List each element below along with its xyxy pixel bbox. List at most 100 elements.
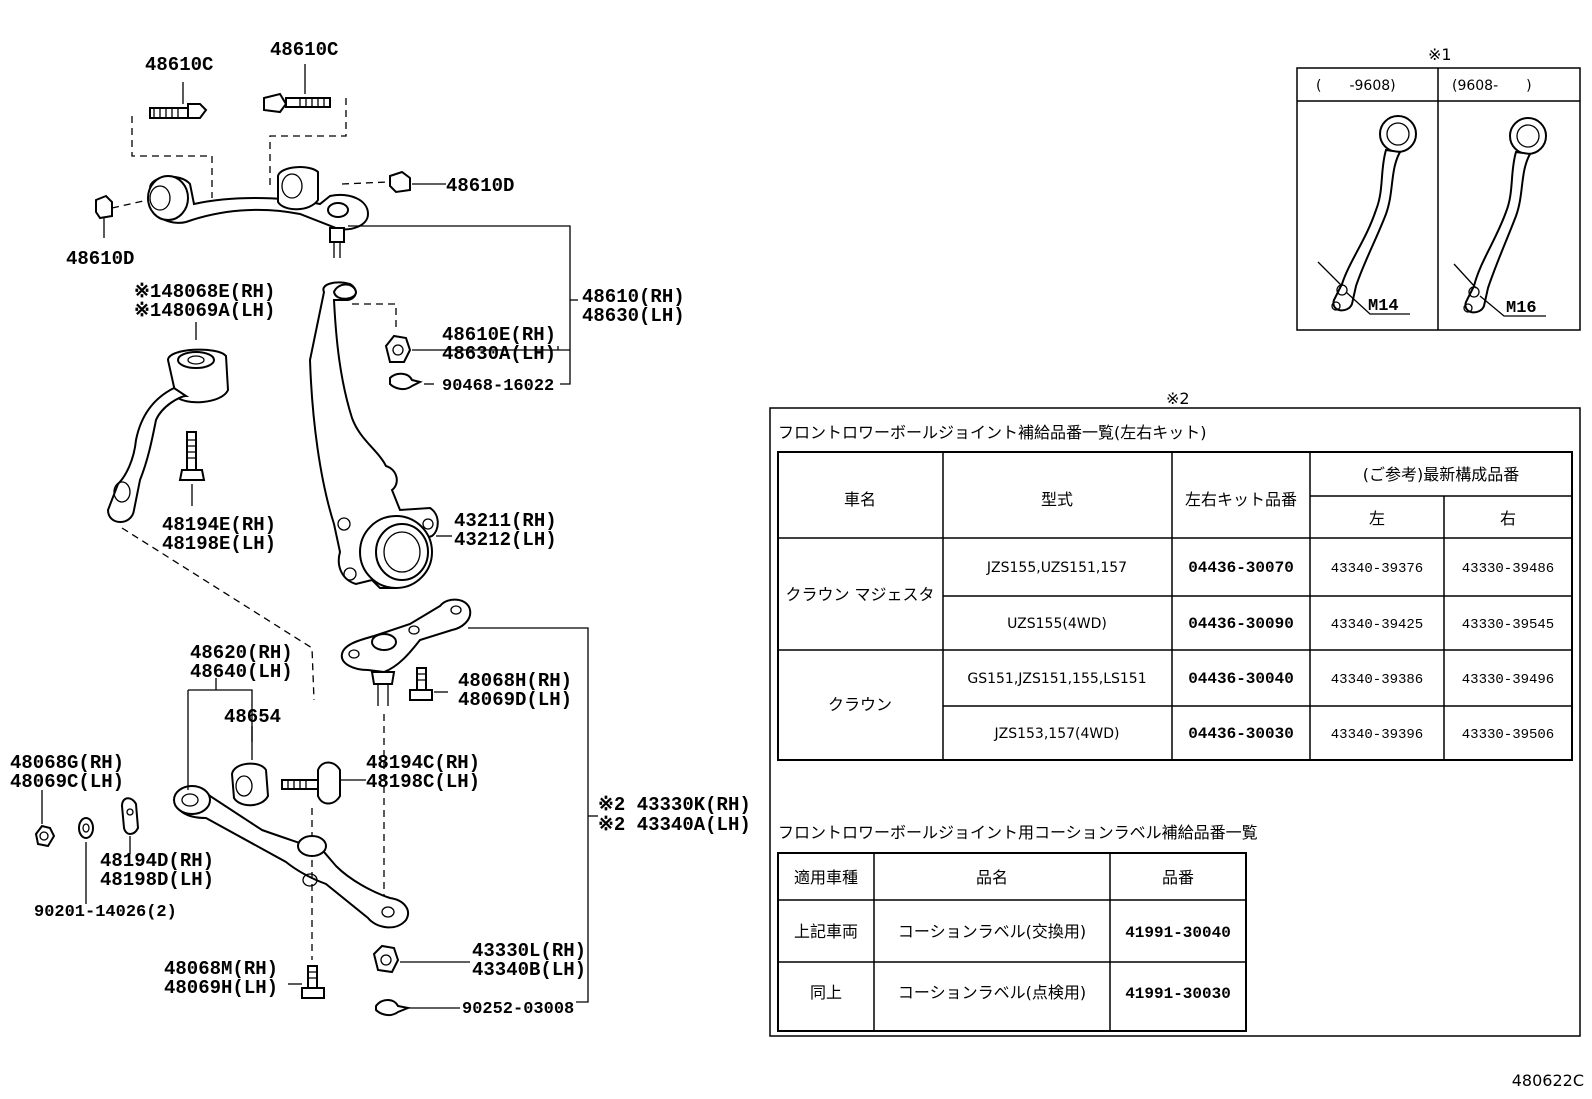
inset1-size-left: M14 (1368, 297, 1399, 316)
table1-cell-kit: 04436-30040 (1188, 670, 1294, 688)
nut-90201[interactable] (78, 817, 94, 839)
nut-43330l[interactable] (372, 944, 400, 974)
table1-cell-model: JZS155,UZS151,157 (986, 560, 1127, 576)
label-plate-rh: 48194D(RH) (100, 850, 214, 872)
cotter-pin-top[interactable] (389, 372, 423, 391)
table1-h-kit: 左右キット品番 (1185, 490, 1297, 509)
table1-row: GS151,JZS151,155,LS151 04436-30040 43340… (967, 670, 1554, 688)
label-low-bolt-rh: 48068M(RH) (164, 958, 278, 980)
cap-48610d-left[interactable] (95, 194, 113, 220)
bush-48654[interactable] (230, 762, 270, 807)
table2-row: 上記車両 コーションラベル(交換用) 41991-30040 (794, 922, 1231, 942)
table1-cell-kit: 04436-30090 (1188, 615, 1294, 633)
label-bolt-b: 48610C (270, 39, 338, 61)
label-strut-bolt-lh: 48198E(LH) (162, 533, 276, 555)
table1-row: JZS153,157(4WD) 04436-30030 43340-39396 … (994, 725, 1555, 743)
strut-rod-old[interactable] (1331, 115, 1417, 312)
table1-cell-right: 43330-39545 (1462, 617, 1554, 633)
cap-48610d-right[interactable] (389, 170, 411, 194)
table2-cell-name: コーションラベル(交換用) (898, 922, 1086, 941)
table2-h-name: 品名 (976, 868, 1008, 887)
table1-cell-kit: 04436-30070 (1188, 559, 1294, 577)
inset1-col-left: ( -9608) (1316, 78, 1396, 94)
table1-cell-right: 43330-39496 (1462, 672, 1554, 688)
label-washer-rh: 48068G(RH) (10, 752, 124, 774)
label-strut-rh: ※148068E(RH) (134, 281, 275, 303)
table2-grid (777, 852, 1247, 1032)
label-lower-arm-lh: 48640(LH) (190, 661, 293, 683)
strut-bar[interactable] (106, 348, 230, 523)
label-upper-arm-lh: 48630(LH) (582, 305, 685, 327)
label-bj-bolt-lh: 48069D(LH) (458, 689, 572, 711)
table1-cell-model: JZS153,157(4WD) (994, 726, 1120, 742)
table1-mark: ※2 (1166, 389, 1190, 408)
label-bush: 48654 (224, 706, 281, 728)
label-bj-bolt-rh: 48068H(RH) (458, 670, 572, 692)
plate-48194d[interactable] (120, 797, 140, 835)
label-nut-lh: 48630A(LH) (442, 343, 556, 365)
figure-code: 480622C (1512, 1071, 1584, 1090)
table1-h-car: 車名 (844, 490, 876, 509)
lower-control-arm[interactable] (173, 785, 409, 929)
table2-cell-apply: 上記車両 (794, 922, 858, 941)
label-lower-arm-rh: 48620(RH) (190, 642, 293, 664)
label-cam-bolt-rh: 48194C(RH) (366, 752, 480, 774)
label-pin-top: 90468-16022 (442, 377, 554, 396)
label-bj-nut-lh: 43340B(LH) (472, 959, 586, 981)
table1-cell-model: UZS155(4WD) (1007, 616, 1107, 632)
bolt-48068h[interactable] (409, 667, 433, 701)
table1-h-ref: (ご参考)最新構成品番 (1363, 465, 1520, 484)
label-knuckle-lh: 43212(LH) (454, 529, 557, 551)
table1-cell-left: 43340-39376 (1331, 561, 1423, 577)
label-strut-lh: ※148069A(LH) (134, 300, 275, 322)
table1-cell-left: 43340-39386 (1331, 672, 1423, 688)
lower-ball-joint[interactable] (340, 598, 472, 706)
table1-h-right: 右 (1500, 509, 1516, 528)
inset1-col-right: (9608- ) (1452, 78, 1532, 94)
table1-cell-right: 43330-39486 (1462, 561, 1554, 577)
bolt-48610c-left[interactable] (149, 103, 208, 119)
table2-title: フロントロワーボールジョイント用コーションラベル補給品番一覧 (778, 823, 1258, 842)
label-strut-bolt-rh: 48194E(RH) (162, 514, 276, 536)
bolt-48610c-right[interactable] (263, 92, 331, 114)
label-nut-small: 90201-14026(2) (34, 903, 177, 922)
label-bolt-a: 48610C (145, 54, 213, 76)
table1-h-model: 型式 (1041, 490, 1073, 509)
table-panel (769, 407, 1581, 1037)
label-washer-lh: 48069C(LH) (10, 771, 124, 793)
label-ball-joint-rh: ※2 43330K(RH) (598, 794, 751, 816)
table1-car-crown: クラウン (828, 695, 892, 714)
cam-bolt-48194c[interactable] (281, 761, 341, 805)
table2-cell-no: 41991-30040 (1125, 924, 1231, 942)
label-cam-bolt-lh: 48198C(LH) (366, 771, 480, 793)
label-bj-nut-rh: 43330L(RH) (472, 940, 586, 962)
table1-cell-right: 43330-39506 (1462, 727, 1554, 743)
label-cap-right: 48610D (446, 175, 514, 197)
table1-h-left: 左 (1369, 509, 1385, 528)
bolt-48194e[interactable] (178, 431, 206, 481)
label-ball-joint-lh: ※2 43340A(LH) (598, 814, 751, 836)
label-pin-bottom: 90252-03008 (462, 1000, 574, 1019)
label-knuckle-rh: 43211(RH) (454, 510, 557, 532)
table2-cell-no: 41991-30030 (1125, 985, 1231, 1003)
table1-cell-model: GS151,JZS151,155,LS151 (967, 671, 1146, 687)
bolt-48068m[interactable] (301, 965, 325, 999)
upper-control-arm[interactable] (147, 166, 370, 258)
table1-title: フロントロワーボールジョイント補給品番一覧(左右キット) (778, 423, 1207, 442)
table2-cell-apply: 同上 (810, 983, 842, 1002)
washer-48068g[interactable] (34, 824, 56, 848)
inset1-size-right: M16 (1506, 299, 1537, 318)
label-nut-rh: 48610E(RH) (442, 324, 556, 346)
strut-rod-new[interactable] (1463, 117, 1547, 314)
table1-car-majesta: クラウン マジェスタ (785, 585, 934, 604)
steering-knuckle[interactable] (308, 281, 439, 589)
label-cap-left: 48610D (66, 248, 134, 270)
table2-h-apply: 適用車種 (794, 868, 858, 887)
label-upper-arm-rh: 48610(RH) (582, 286, 685, 308)
cotter-pin-bottom[interactable] (375, 999, 412, 1017)
table1-row: UZS155(4WD) 04436-30090 43340-39425 4333… (1007, 615, 1554, 633)
nut-48610e[interactable] (384, 334, 412, 363)
table2-h-no: 品番 (1162, 868, 1194, 887)
table2-cell-name: コーションラベル(点検用) (898, 983, 1086, 1002)
